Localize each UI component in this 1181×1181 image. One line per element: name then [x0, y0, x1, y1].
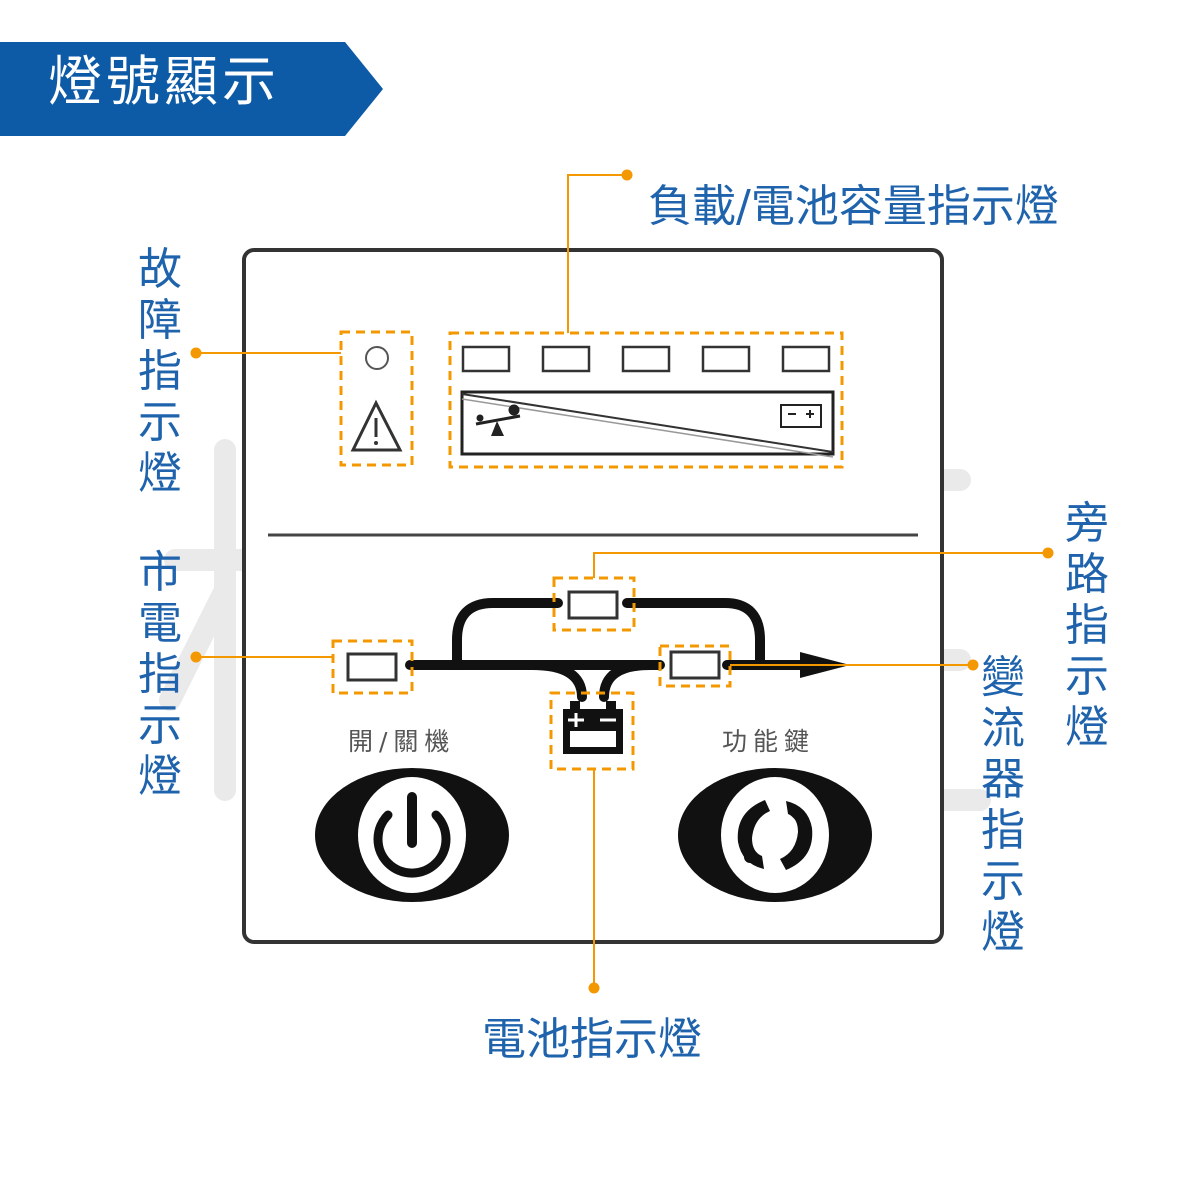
leader-lines [196, 174, 1048, 988]
callout-fault: 故障指示燈 [138, 244, 182, 500]
page-title: 燈號顯示 [48, 50, 280, 113]
capacity-scale [460, 390, 835, 458]
callout-inverter: 變流器指示燈 [981, 652, 1025, 959]
fault-led-circle-icon [365, 346, 389, 370]
function-button-label: 功能鍵 [722, 727, 816, 756]
callout-battery: 電池指示燈 [482, 1014, 702, 1065]
mains-highlight [331, 639, 414, 695]
mains-led [346, 652, 398, 682]
warning-triangle-icon [350, 399, 403, 452]
function-button[interactable] [678, 768, 872, 902]
header-banner [0, 42, 383, 136]
function-swirl-icon [737, 800, 813, 870]
battery-highlight [549, 691, 635, 771]
capacity-led-3 [621, 345, 671, 373]
load-seesaw-icon [475, 404, 521, 436]
capacity-led-4 [701, 345, 751, 373]
power-button[interactable] [315, 768, 509, 902]
capacity-led-5 [781, 345, 831, 373]
callout-bypass: 旁路指示燈 [1065, 498, 1109, 754]
fault-highlight [339, 330, 414, 467]
capacity-led-2 [541, 345, 591, 373]
callout-mains: 市電指示燈 [138, 547, 182, 803]
leader-dots [190, 169, 1054, 994]
callout-load-battery-capacity: 負載/電池容量指示燈 [648, 181, 1059, 232]
bypass-highlight [552, 576, 636, 632]
power-icon [373, 792, 451, 878]
inverter-led [669, 650, 721, 680]
bypass-led [567, 590, 619, 620]
battery-icon [563, 701, 623, 754]
capacity-leds [461, 345, 831, 373]
battery-small-icon [780, 404, 822, 428]
power-button-label: 開/關機 [348, 727, 456, 756]
capacity-highlight [448, 331, 844, 469]
capacity-led-1 [461, 345, 511, 373]
